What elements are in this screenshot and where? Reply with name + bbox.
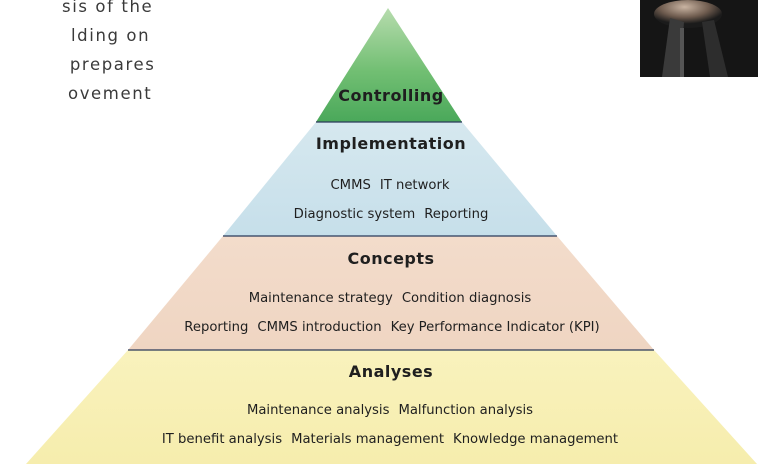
paragraph-line: lding on bbox=[71, 26, 151, 45]
level-title-implementation: Implementation bbox=[315, 134, 467, 153]
item-label: Knowledge management bbox=[453, 432, 619, 447]
concepts-line-1: Maintenance strategy Condition diagnosis bbox=[249, 291, 532, 306]
analyses-line-2: IT benefit analysis Materials management K… bbox=[162, 432, 618, 447]
concepts-line-2: Reporting CMMS introduction Key Performanc… bbox=[184, 320, 599, 335]
background-paragraph: sis of the lding on prepares ovement bbox=[0, 0, 154, 143]
level-analyses bbox=[26, 350, 757, 464]
photo-image bbox=[640, 0, 758, 77]
item-label: Maintenance analysis bbox=[246, 403, 390, 418]
item-label: Key Performance Indicator (KPI) bbox=[390, 320, 600, 335]
item-label: Reporting bbox=[184, 320, 249, 335]
level-controlling bbox=[316, 8, 462, 122]
level-title-analyses: Analyses bbox=[348, 362, 434, 381]
level-title-controlling: Controlling bbox=[338, 86, 444, 105]
level-dividers bbox=[128, 121, 654, 351]
level-implementation bbox=[223, 122, 557, 236]
item-label: Materials management bbox=[291, 432, 445, 447]
person-photo bbox=[640, 0, 758, 77]
item-label: CMMS bbox=[330, 178, 371, 193]
item-label: Diagnostic system bbox=[293, 207, 416, 222]
item-label: IT network bbox=[379, 178, 450, 193]
implementation-line-1: CMMS IT network bbox=[330, 178, 449, 193]
analyses-line-1: Maintenance analysis Malfunction analysis bbox=[247, 403, 533, 418]
item-label: Reporting bbox=[424, 207, 489, 222]
paragraph-line: ovement bbox=[68, 84, 153, 103]
level-concepts bbox=[128, 236, 654, 350]
paragraph-line: sis of the bbox=[62, 0, 154, 16]
item-label: CMMS introduction bbox=[257, 320, 382, 335]
item-label: Maintenance strategy bbox=[248, 291, 393, 306]
item-label: Malfunction analysis bbox=[398, 403, 534, 418]
paragraph-line: prepares bbox=[63, 55, 156, 74]
level-title-concepts: Concepts bbox=[347, 249, 435, 268]
implementation-line-2: Diagnostic system Reporting bbox=[294, 207, 489, 222]
item-label: Condition diagnosis bbox=[401, 291, 532, 306]
item-label: IT benefit analysis bbox=[161, 432, 283, 447]
